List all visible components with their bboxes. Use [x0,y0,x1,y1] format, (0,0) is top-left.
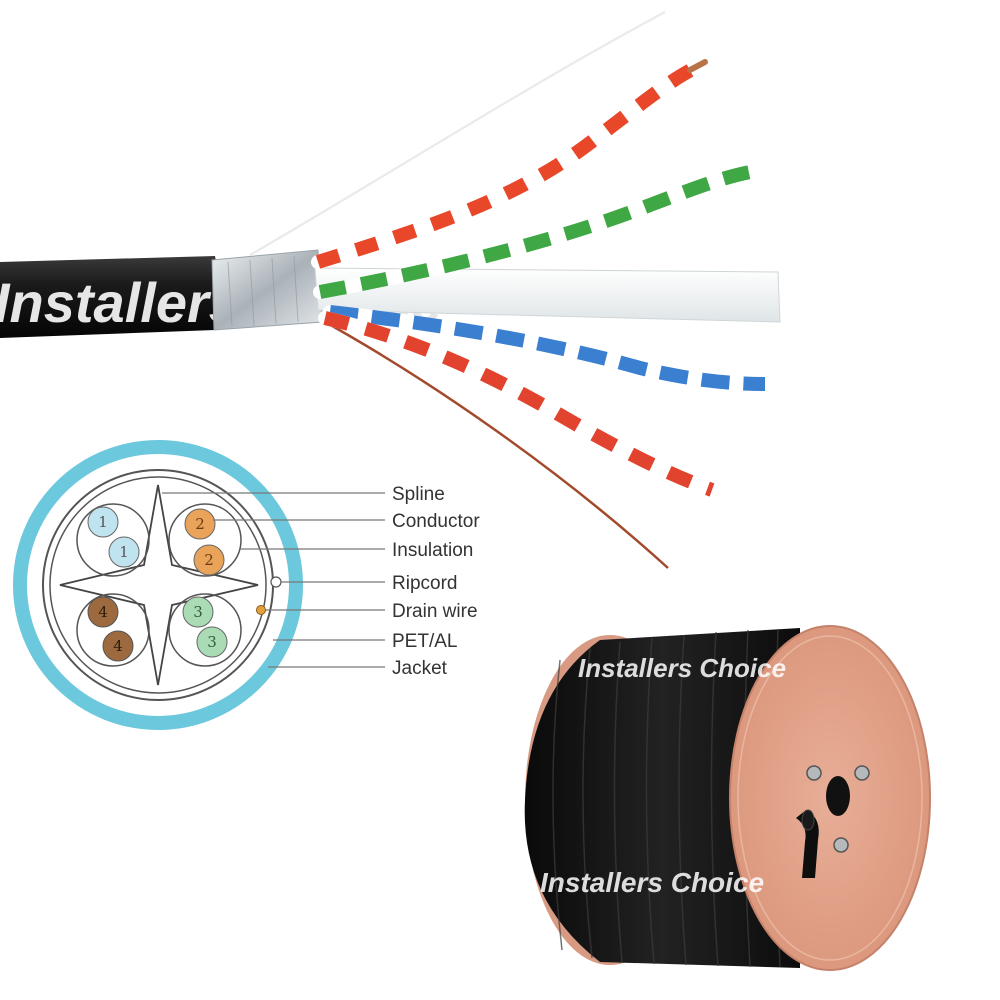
spool-watermark-top: Installers Choice [578,653,786,683]
spool-cable-end [796,810,819,878]
pair-number: 3 [207,633,217,651]
cross-section-diagram: 1 1 2 2 4 4 3 3 Spline Conductor [13,440,480,730]
blue-pair [323,305,772,391]
pair-number: 1 [119,543,129,561]
label-pet-al: PET/AL [392,631,457,652]
green-pair [313,165,757,299]
pair-number: 4 [98,603,108,621]
cable-spool: Installers Choice Installers Choice [524,625,931,971]
label-spline: Spline [392,484,445,505]
label-insulation: Insulation [392,540,473,561]
label-ripcord: Ripcord [392,573,457,594]
label-jacket: Jacket [392,658,448,679]
spool-center-hole [826,776,850,816]
spool-watermark-bottom: Installers Choice [540,867,764,898]
orange-pair [311,59,708,269]
pair-number: 1 [98,513,108,531]
pair-number: 4 [113,637,123,655]
pair-number: 2 [204,551,214,569]
drain-wire-marker [256,605,266,615]
spool-rivet [833,837,849,853]
leader-lines [162,492,385,668]
drain-wire [249,11,666,256]
pair-number: 2 [195,515,205,533]
cable-end: Installers Choice [0,11,781,569]
pair-number: 3 [193,603,203,621]
cable-jacket [0,256,219,338]
lower-pair [318,311,719,497]
spool-rivet [854,765,870,781]
spool-cable-winding [524,628,800,968]
ripcord-thread [317,316,669,569]
label-drain-wire: Drain wire [392,601,478,622]
ripcord-marker [270,576,282,588]
spool-rivet [806,765,822,781]
label-conductor: Conductor [392,511,480,532]
